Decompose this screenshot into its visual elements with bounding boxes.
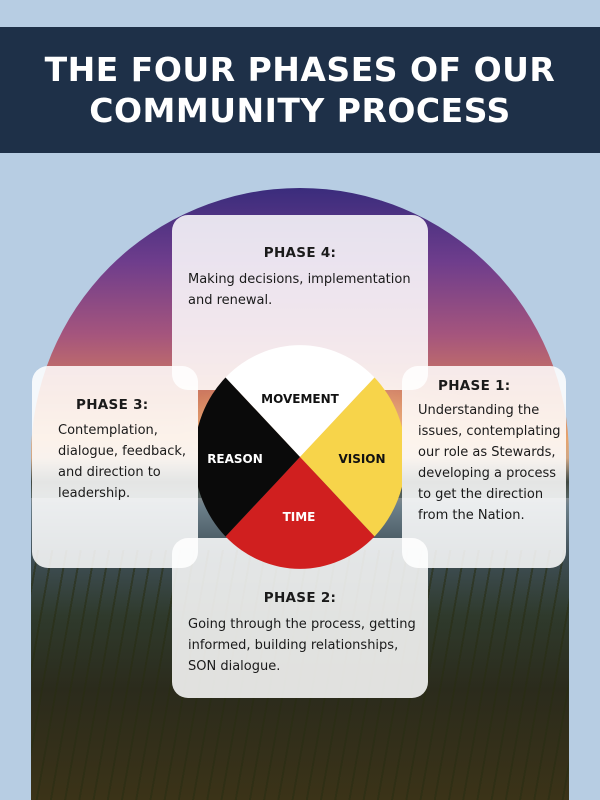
time-label: TIME: [283, 510, 316, 524]
phase-3-card: PHASE 3: Contemplation, dialogue, feedba…: [32, 366, 198, 568]
phase-1-title: PHASE 1:: [438, 378, 511, 394]
phase-3-text: Contemplation, dialogue, feedback, and d…: [58, 423, 187, 501]
vision-quadrant: [300, 377, 402, 537]
phase-4-title: PHASE 4:: [263, 245, 337, 261]
medicine-wheel: MOVEMENT VISION TIME REASON: [198, 345, 402, 569]
time-quadrant: [225, 457, 375, 569]
page-title: THE FOUR PHASES OF OUR COMMUNITY PROCESS: [44, 50, 556, 130]
phase-2-text: Going through the process, getting infor…: [188, 617, 416, 674]
phase-1-card: PHASE 1: Understanding the issues, conte…: [402, 366, 566, 568]
phase-1-text: Understanding the issues, contemplating …: [418, 403, 561, 523]
phase-4-card: PHASE 4: Making decisions, implementatio…: [172, 215, 428, 390]
reason-label: REASON: [207, 452, 263, 466]
vision-label: VISION: [338, 452, 385, 466]
phase-4-text: Making decisions, implementation and ren…: [188, 272, 411, 308]
title-banner: THE FOUR PHASES OF OUR COMMUNITY PROCESS: [0, 27, 600, 153]
reason-quadrant: [198, 377, 300, 537]
movement-quadrant: [225, 345, 375, 457]
phase-3-title: PHASE 3:: [76, 397, 149, 413]
phase-2-title: PHASE 2:: [263, 590, 337, 606]
movement-label: MOVEMENT: [261, 392, 339, 406]
